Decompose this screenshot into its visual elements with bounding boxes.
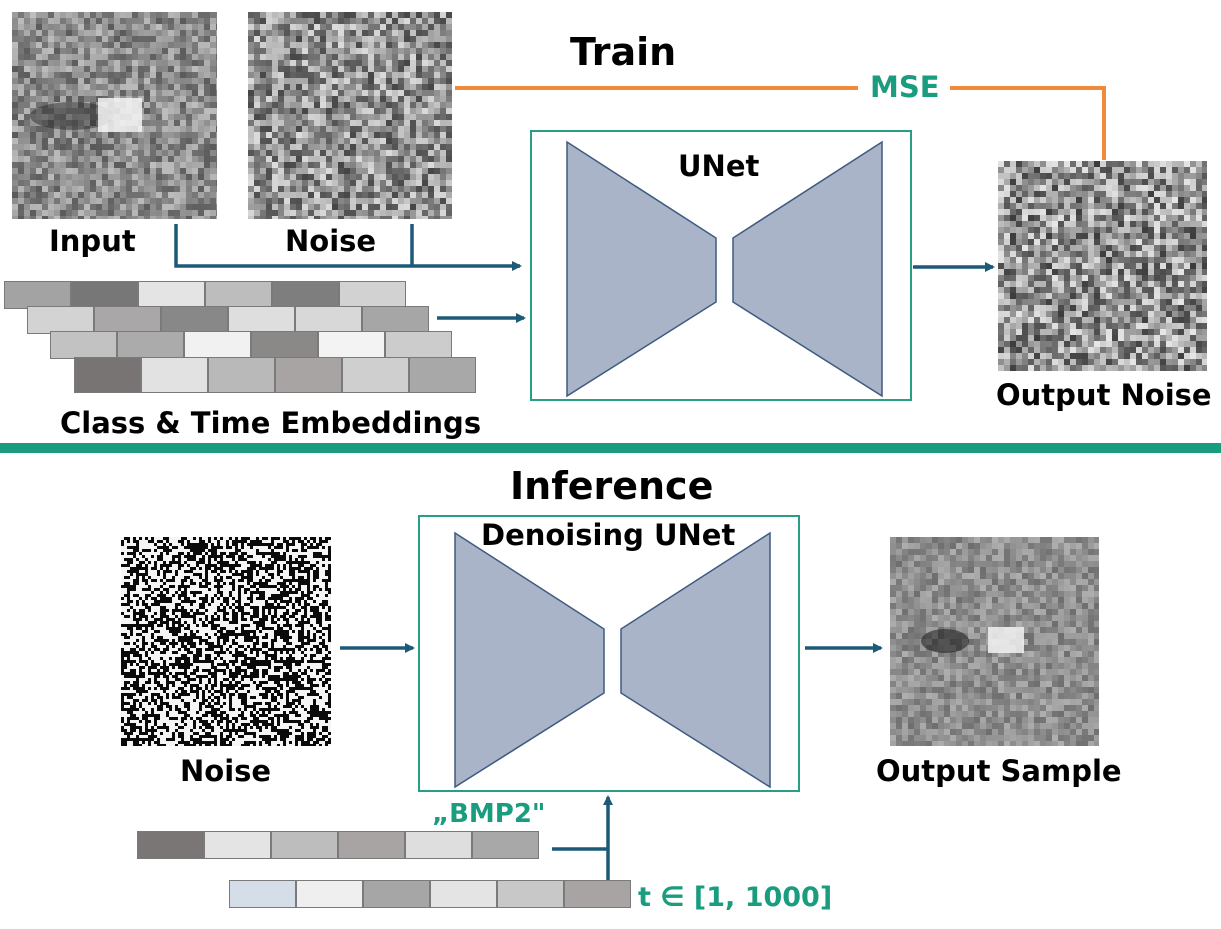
embedding-row-3 (50, 331, 452, 359)
class-embedding-cell (137, 831, 204, 859)
output-noise-image (998, 161, 1207, 371)
embedding-cell (71, 281, 138, 309)
embedding-cell (362, 306, 429, 334)
time-embedding-cell (296, 880, 363, 908)
embedding-cell (161, 306, 228, 334)
denoising-unet-label: Denoising UNet (481, 518, 736, 552)
embedding-cell (318, 331, 385, 359)
unet-encoder (566, 140, 717, 398)
embedding-row-2 (27, 306, 429, 334)
input-image (12, 12, 217, 219)
embedding-cell (4, 281, 71, 309)
train-title: Train (570, 30, 677, 74)
embedding-cell (117, 331, 184, 359)
class-embedding-row (137, 831, 539, 859)
denoising-decoder (620, 531, 771, 789)
embedding-cell (94, 306, 161, 334)
time-range-label: t ∈ [1, 1000] (638, 882, 833, 913)
class-embedding-cell (271, 831, 338, 859)
embedding-cell (385, 331, 452, 359)
embeddings-label: Class & Time Embeddings (60, 406, 482, 440)
embedding-cell (409, 357, 476, 393)
embedding-cell (275, 357, 342, 393)
embedding-cell (74, 357, 141, 393)
time-embedding-cell (430, 880, 497, 908)
denoising-unet-shape (454, 531, 771, 789)
class-embedding-cell (405, 831, 472, 859)
denoising-encoder (454, 531, 605, 789)
input-noise-arrow (174, 224, 522, 271)
time-embedding-cell (497, 880, 564, 908)
section-divider (0, 443, 1221, 453)
class-condition-label: „BMP2" (432, 799, 546, 829)
embedding-cell (339, 281, 406, 309)
embedding-row-1 (4, 281, 406, 309)
unet-decoder (732, 140, 883, 398)
class-embedding-cell (472, 831, 539, 859)
mse-line-right (950, 86, 1106, 160)
inference-noise-image (121, 537, 331, 746)
embedding-cell (205, 281, 272, 309)
inference-title: Inference (510, 464, 714, 508)
output-noise-label: Output Noise (996, 378, 1212, 412)
unet-shape (566, 140, 883, 398)
class-embedding-cell (204, 831, 271, 859)
denoising-unet-frame (418, 515, 800, 792)
embedding-cell (251, 331, 318, 359)
time-embedding-cell (229, 880, 296, 908)
embedding-cell (50, 331, 117, 359)
embedding-cell (342, 357, 409, 393)
embedding-cell (141, 357, 208, 393)
embedding-cell (208, 357, 275, 393)
unet-label: UNet (678, 149, 760, 183)
embedding-cell (295, 306, 362, 334)
output-sample-image (890, 537, 1099, 746)
embedding-row-4 (74, 357, 476, 393)
time-embedding-row (229, 880, 631, 908)
output-sample-label: Output Sample (876, 754, 1122, 788)
embedding-cell (138, 281, 205, 309)
embedding-cell (184, 331, 251, 359)
embedding-cell (228, 306, 295, 334)
input-label: Input (49, 224, 136, 258)
class-embedding-cell (338, 831, 405, 859)
embedding-cell (27, 306, 94, 334)
time-embedding-cell (363, 880, 430, 908)
train-noise-image (248, 12, 452, 219)
inference-noise-label: Noise (180, 754, 272, 788)
embedding-cell (272, 281, 339, 309)
time-embedding-cell (564, 880, 631, 908)
mse-label: MSE (870, 70, 940, 104)
train-noise-label: Noise (285, 224, 377, 258)
unet-frame (530, 130, 912, 401)
